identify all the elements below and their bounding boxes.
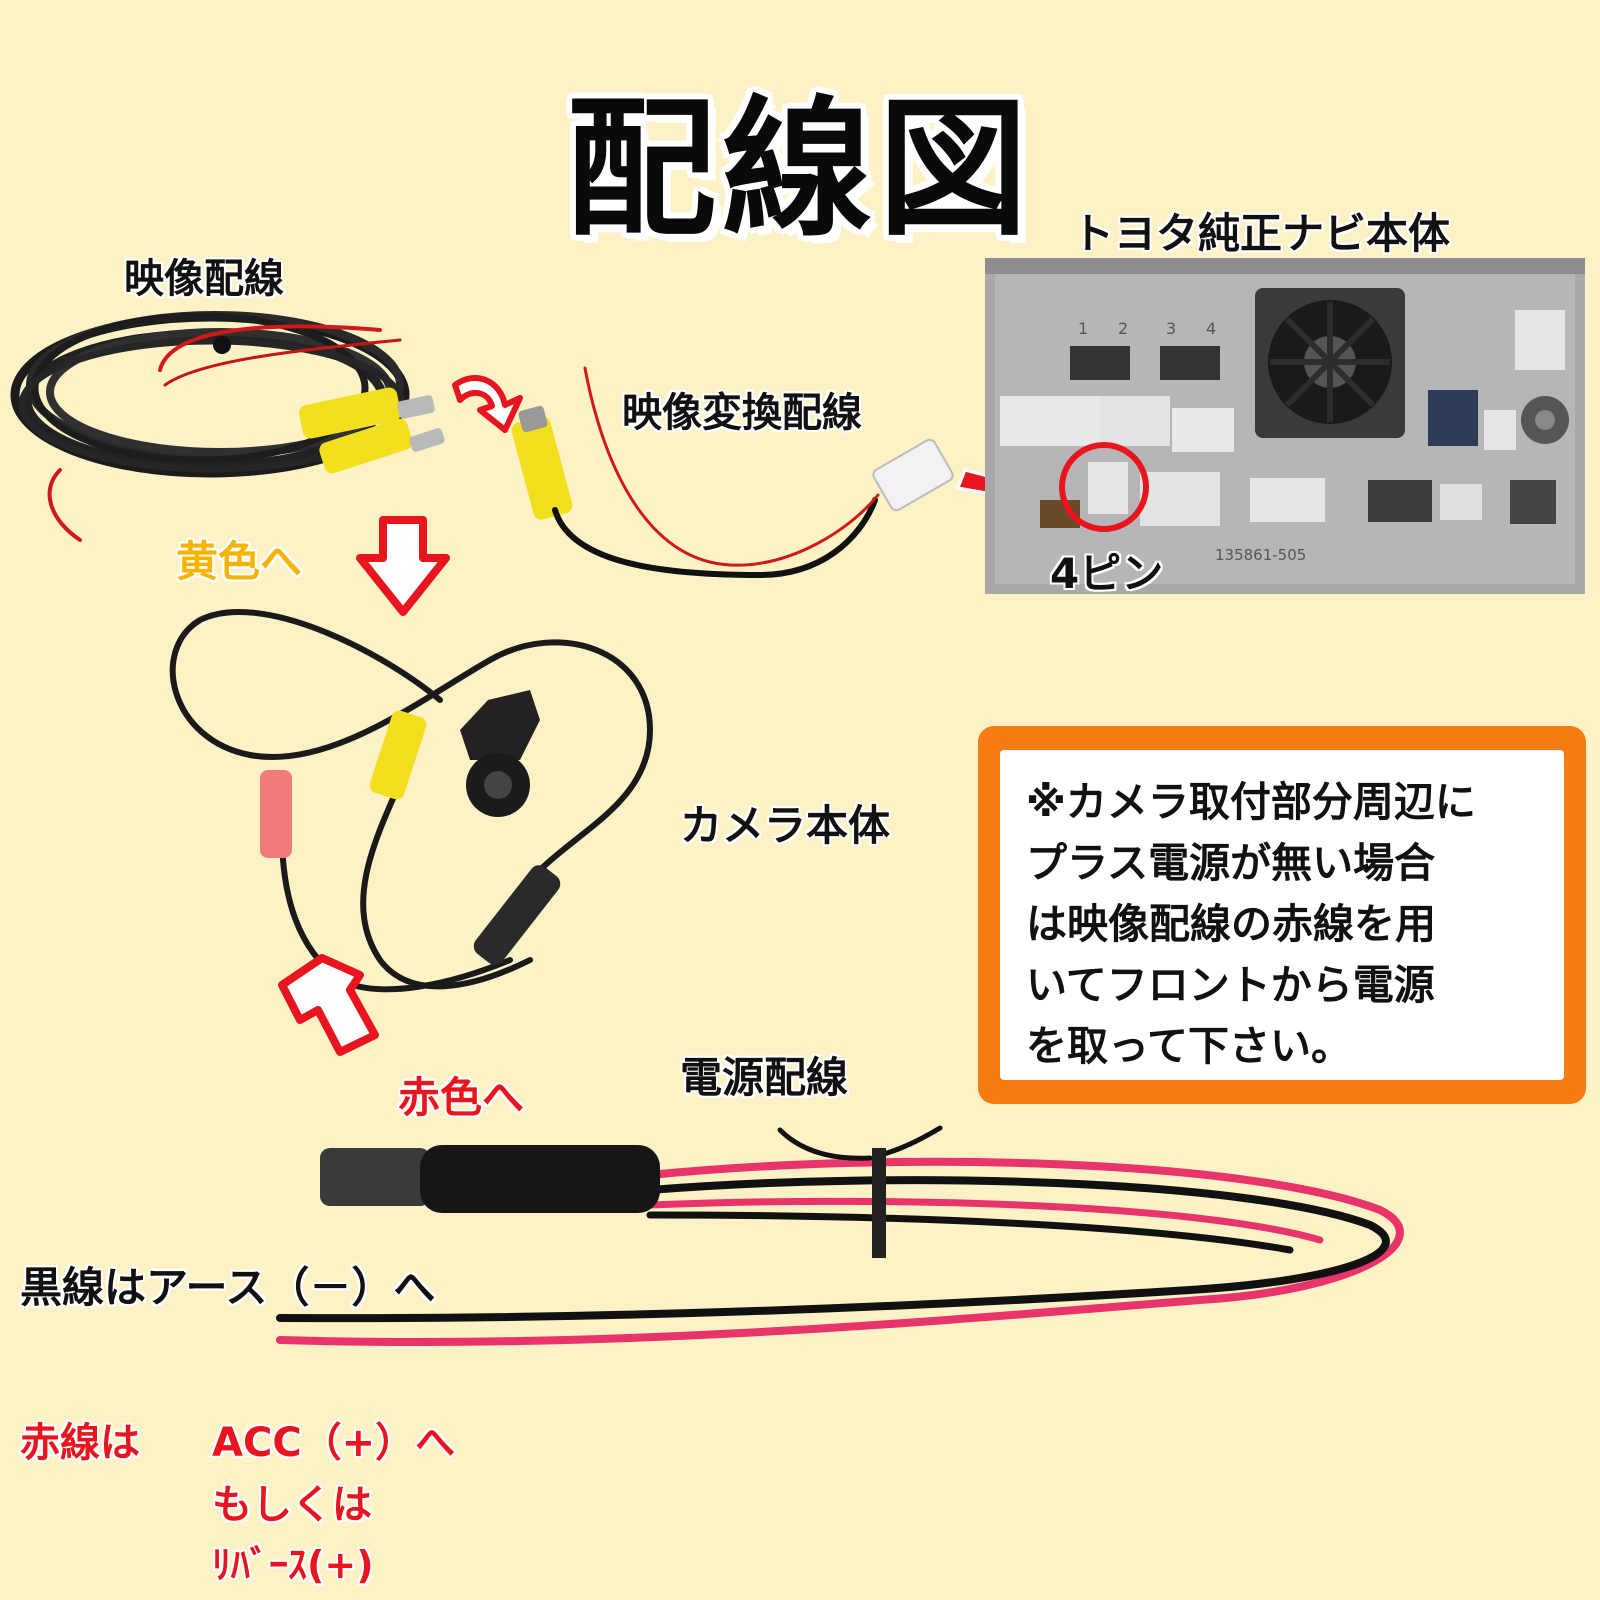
label-black-wire: 黒線はアース（－）へ — [20, 1263, 436, 1312]
arrow-up-icon — [278, 954, 379, 1056]
label-to-yellow: 黄色へ — [176, 537, 303, 586]
page-title: 配線図 — [565, 83, 1034, 257]
label-to-red: 赤色へ — [398, 1073, 525, 1122]
power-cable — [276, 1125, 1404, 1346]
label-camera-body: カメラ本体 — [680, 801, 891, 850]
four-pin-highlight — [1059, 442, 1149, 532]
arrow-right-icon — [452, 374, 523, 433]
navi-pin-3: 3 — [1166, 319, 1176, 338]
navi-part-number: 135861-505 — [1215, 546, 1306, 564]
label-red-wire-or: もしくは — [212, 1482, 372, 1528]
navi-pin-1: 1 — [1078, 319, 1088, 338]
label-red-wire-acc: ACC（+）へ — [212, 1420, 456, 1466]
label-video-cable: 映像配線 — [124, 256, 284, 302]
label-navi-unit: トヨタ純正ナビ本体 — [1072, 209, 1451, 258]
navi-pin-numbers: 1 2 3 4 135861-505 — [1078, 319, 1306, 564]
arrow-down-icon — [356, 516, 450, 616]
video-cable-rca-plugs — [213, 336, 445, 474]
label-red-wire-reverse: ﾘﾊﾞｰｽ(+) — [212, 1543, 374, 1587]
video-converter-cable — [511, 366, 954, 579]
label-four-pin: 4ピン — [1050, 549, 1164, 598]
label-power-cable: 電源配線 — [680, 1053, 849, 1102]
note-inner-panel: ※カメラ取付部分周辺に プラス電源が無い場合 は映像配線の赤線を用 いてフロント… — [1000, 750, 1564, 1080]
navi-pin-4: 4 — [1206, 319, 1216, 338]
note-box: ※カメラ取付部分周辺に プラス電源が無い場合 は映像配線の赤線を用 いてフロント… — [978, 726, 1586, 1104]
navi-unit-rear-panel — [985, 258, 1585, 594]
camera-body-cable — [169, 608, 654, 993]
label-video-converter: 映像変換配線 — [622, 390, 862, 436]
label-red-wire-prefix: 赤線は — [20, 1420, 140, 1466]
note-text: ※カメラ取付部分周辺に プラス電源が無い場合 は映像配線の赤線を用 いてフロント… — [1026, 778, 1476, 1070]
navi-pin-2: 2 — [1118, 319, 1128, 338]
